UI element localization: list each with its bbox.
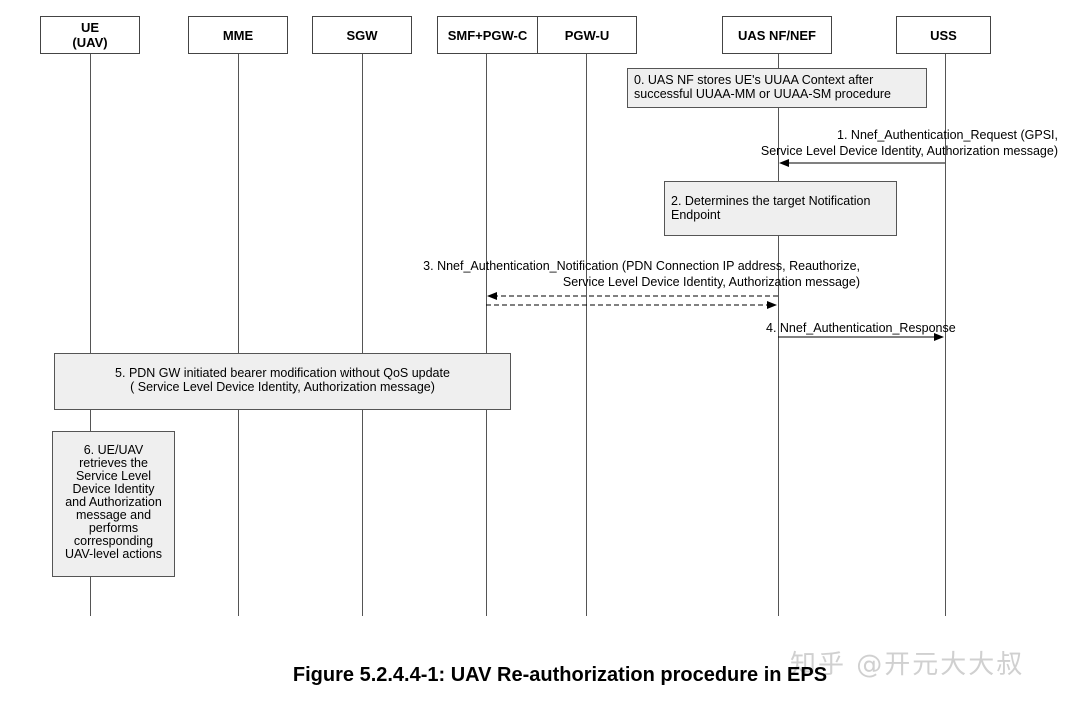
entity-smf-pgw-c: SMF+PGW-C [437, 16, 538, 54]
lifeline-sgw [362, 54, 363, 616]
watermark: 知乎 @开元大大叔 [790, 650, 1025, 680]
lifeline-ue [90, 54, 91, 616]
step1-label: 1. Nnef_Authentication_Request (GPSI, Se… [760, 128, 1058, 158]
lifeline-pgw-u [586, 54, 587, 616]
step4-label: 4. Nnef_Authentication_Response [766, 321, 956, 335]
lifeline-uss [945, 54, 946, 616]
entity-ue: UE (UAV) [40, 16, 140, 54]
entity-sgw: SGW [312, 16, 412, 54]
lifeline-mme [238, 54, 239, 616]
entity-uas-nf: UAS NF/NEF [722, 16, 832, 54]
step2-note: 2. Determines the target Notification En… [664, 181, 897, 236]
step0-note: 0. UAS NF stores UE's UUAA Context after… [627, 68, 927, 108]
entity-mme: MME [188, 16, 288, 54]
step3-label: 3. Nnef_Authentication_Notification (PDN… [423, 259, 860, 289]
lifeline-uas-nf [778, 54, 779, 616]
figure-caption: Figure 5.2.4.4-1: UAV Re-authorization p… [292, 664, 828, 686]
entity-uss: USS [896, 16, 991, 54]
step6-note: 6. UE/UAV retrieves the Service Level De… [52, 431, 175, 577]
lifeline-smf-pgw-c [486, 54, 487, 616]
step5-note: 5. PDN GW initiated bearer modification … [54, 353, 511, 410]
entity-pgw-u: PGW-U [537, 16, 637, 54]
